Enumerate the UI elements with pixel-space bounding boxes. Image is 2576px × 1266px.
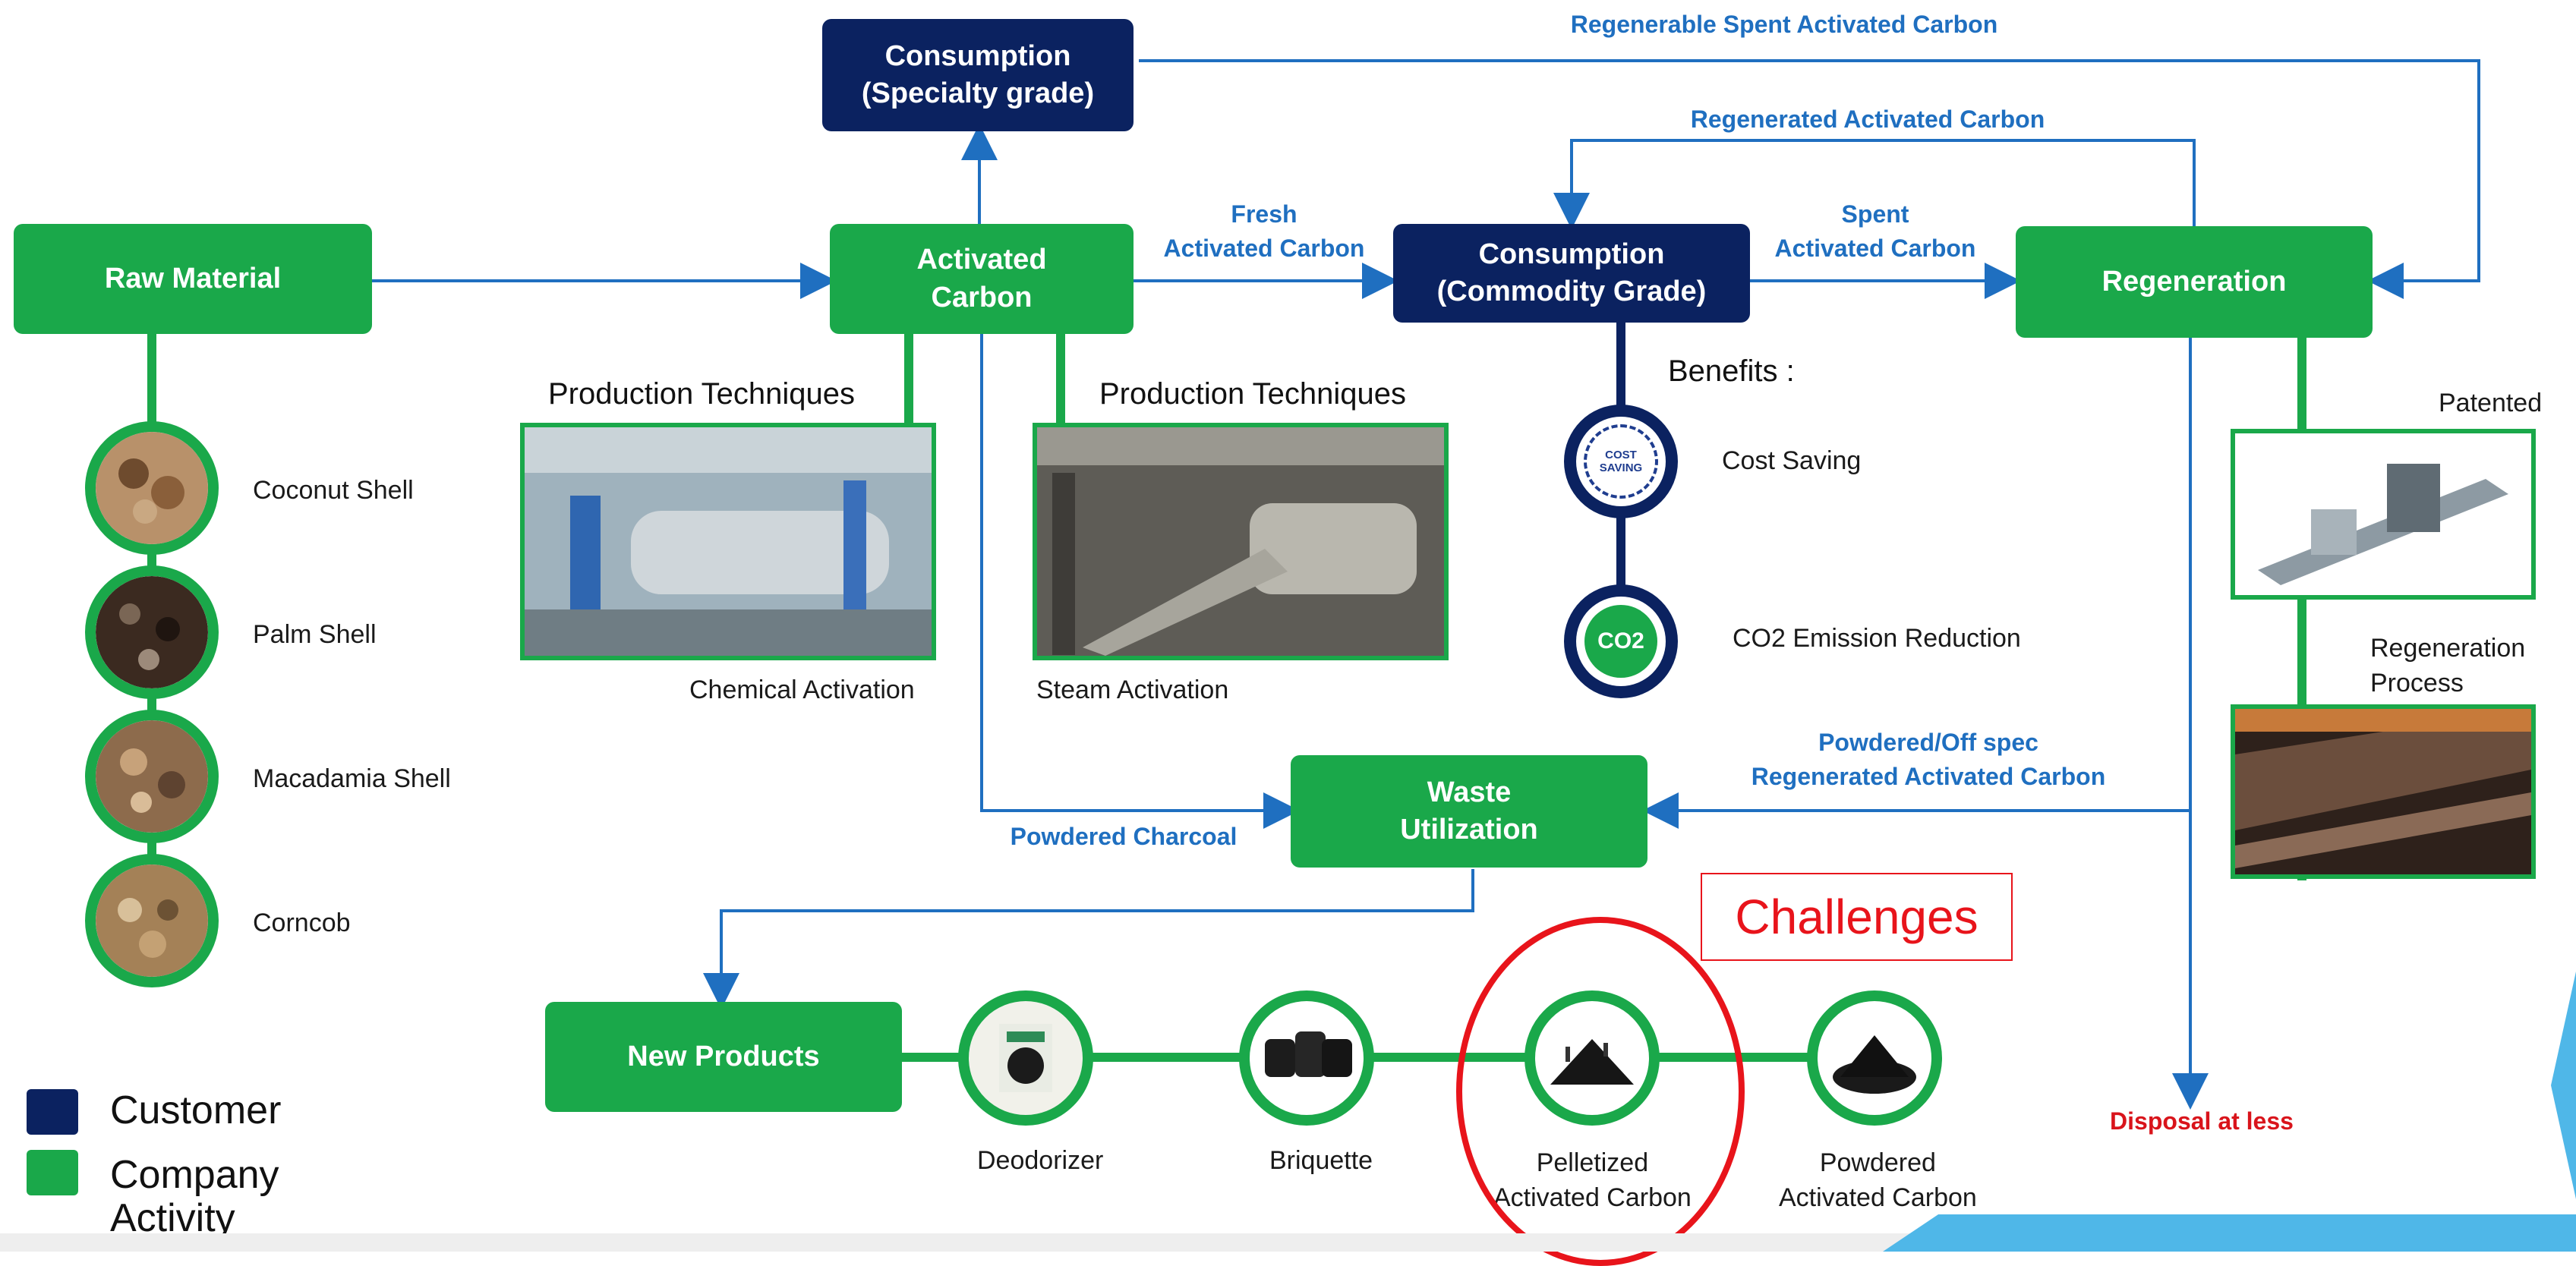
- challenges-label: Challenges: [1701, 873, 2013, 961]
- footer-accent: [1883, 1214, 2576, 1252]
- product-label: Powdered Activated Carbon: [1779, 1148, 1977, 1212]
- co2-label: CO2 Emission Reduction: [1733, 624, 2021, 653]
- chemical-activation-photo: [520, 423, 936, 660]
- raw-material-label: Corncob: [253, 909, 351, 937]
- patented-machine-image: [2231, 429, 2536, 600]
- raw-material-label: Palm Shell: [253, 620, 377, 649]
- briquette-image: [1239, 990, 1374, 1126]
- chemical-activation-label: Chemical Activation: [689, 676, 915, 704]
- product-label: Briquette: [1269, 1146, 1373, 1175]
- patented-label: Patented: [2439, 389, 2543, 417]
- steam-activation-photo: [1033, 423, 1449, 660]
- regeneration-process-label: Regeneration Process: [2370, 634, 2526, 698]
- regenerable-spent-label: Regenerable Spent Activated Carbon: [1570, 11, 1998, 38]
- disposal-label: Disposal at less: [2110, 1107, 2294, 1135]
- cost-saving-label: Cost Saving: [1722, 446, 1862, 475]
- steam-activation-label: Steam Activation: [1036, 676, 1229, 704]
- fresh-carbon-label: Fresh Activated Carbon: [1163, 200, 1365, 262]
- palm-shell-image: [85, 565, 219, 699]
- powdered-carbon-image: [1807, 990, 1942, 1126]
- regeneration-process-image: [2231, 704, 2536, 879]
- raw-material-label: Coconut Shell: [253, 476, 414, 505]
- legend-customer-label: Customer: [110, 1088, 282, 1132]
- raw-material-box: Raw Material: [14, 224, 372, 334]
- legend-company-swatch: [27, 1150, 78, 1195]
- regeneration-box: Regeneration: [2016, 226, 2373, 338]
- deodorizer-image: [958, 990, 1093, 1126]
- new-products-box: New Products: [545, 1002, 902, 1112]
- challenges-highlight-ellipse: [1456, 917, 1745, 1266]
- consumption-specialty-box: Consumption (Specialty grade): [822, 19, 1134, 131]
- powdered-offspec-label: Powdered/Off spec Regenerated Activated …: [1751, 729, 2106, 790]
- raw-material-label: Macadamia Shell: [253, 764, 451, 793]
- co2-badge-text: CO2: [1584, 605, 1657, 678]
- production-techniques-header: Production Techniques: [1099, 377, 1406, 411]
- product-label: Deodorizer: [977, 1146, 1104, 1175]
- production-techniques-header: Production Techniques: [548, 377, 855, 411]
- waste-utilization-box: Waste Utilization: [1291, 755, 1647, 868]
- powdered-charcoal-label: Powdered Charcoal: [1010, 823, 1238, 850]
- activated-carbon-box: Activated Carbon: [830, 224, 1134, 334]
- legend-customer-swatch: [27, 1089, 78, 1135]
- co2-icon: CO2: [1564, 584, 1678, 698]
- macadamia-shell-image: [85, 710, 219, 843]
- benefits-title: Benefits :: [1668, 354, 1795, 388]
- spent-carbon-label: Spent Activated Carbon: [1774, 200, 1976, 262]
- corncob-image: [85, 854, 219, 987]
- regenerated-label: Regenerated Activated Carbon: [1690, 106, 2045, 133]
- cost-saving-badge-text: COST SAVING: [1584, 424, 1658, 499]
- consumption-commodity-box: Consumption (Commodity Grade): [1393, 224, 1750, 323]
- legend-company-label: Company Activity: [110, 1153, 279, 1241]
- cost-saving-icon: COST SAVING: [1564, 405, 1678, 518]
- coconut-shell-image: [85, 421, 219, 555]
